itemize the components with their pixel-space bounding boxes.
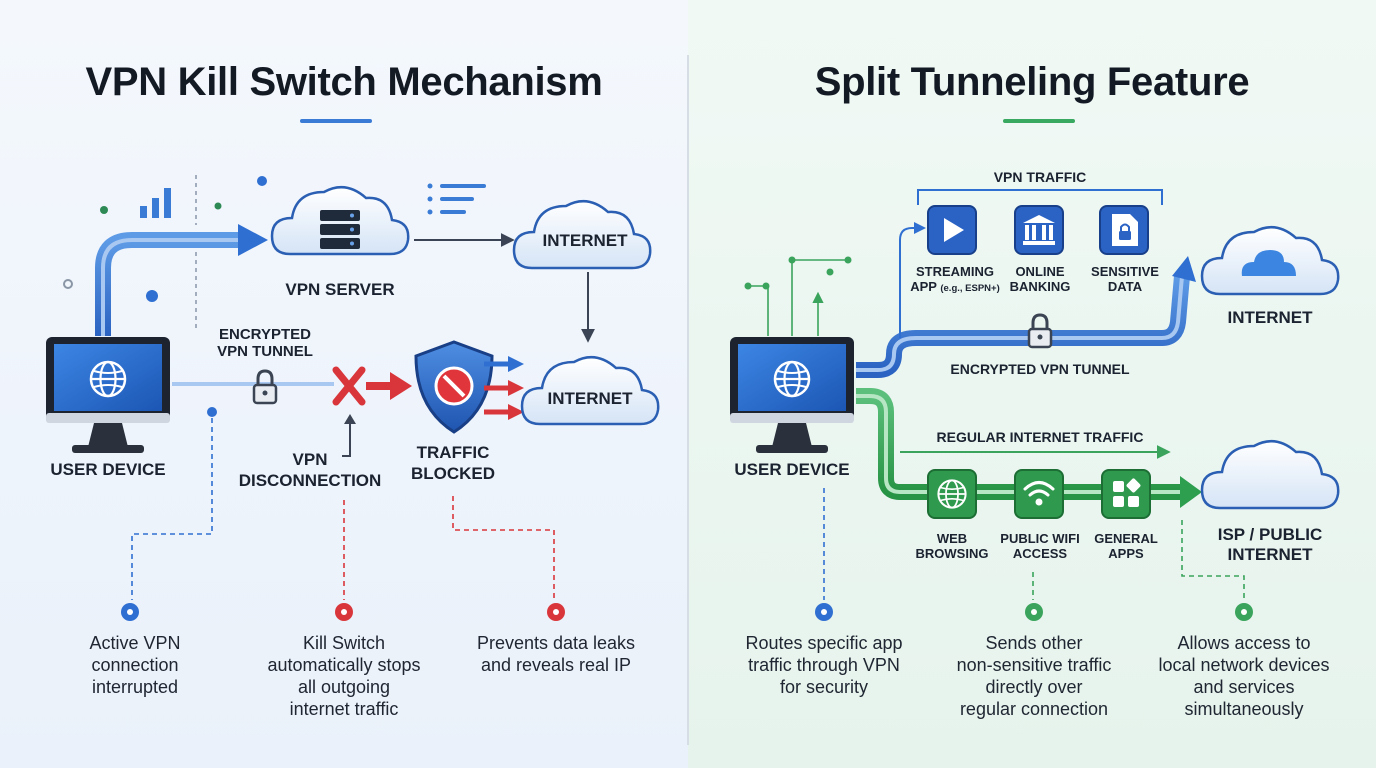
encrypted-tunnel-label: ENCRYPTED VPN TUNNEL — [217, 326, 313, 361]
web-browsing-label: WEB BROWSING — [915, 531, 989, 561]
traffic-blocked-label: TRAFFIC BLOCKED — [410, 443, 496, 483]
right-title: Split Tunneling Feature — [814, 60, 1250, 104]
online-banking-tile — [1014, 205, 1064, 255]
streaming-app-label: STREAMING APP (e.g., ESPN+) — [910, 264, 1000, 294]
note-left-2: Kill Switch automatically stops all outg… — [267, 633, 421, 719]
internet-bottom-label: INTERNET — [547, 389, 633, 408]
panel-divider — [687, 55, 689, 745]
sensitive-data-label: SENSITIVE DATA — [1091, 264, 1159, 294]
server-icon — [320, 210, 360, 249]
lock-icon — [252, 369, 278, 405]
vpn-traffic-label: VPN TRAFFIC — [993, 169, 1087, 185]
note-left-1: Active VPN connection interrupted — [89, 633, 181, 697]
vpn-server-label: VPN SERVER — [285, 280, 395, 299]
public-wifi-tile — [1014, 469, 1064, 519]
user-device-left — [46, 337, 170, 453]
isp-cloud — [1200, 439, 1340, 510]
note-right-1: Routes specific app traffic through VPN … — [745, 633, 903, 697]
internet-right-label: INTERNET — [1227, 308, 1313, 327]
regular-traffic-label: REGULAR INTERNET TRAFFIC — [936, 429, 1144, 445]
general-apps-tile — [1101, 469, 1151, 519]
right-title-underline — [1003, 119, 1075, 123]
internet-right-cloud — [1200, 225, 1340, 296]
encrypted-tunnel-right-label: ENCRYPTED VPN TUNNEL — [950, 361, 1130, 377]
isp-internet-label: ISP / PUBLIC INTERNET — [1217, 525, 1323, 564]
left-title: VPN Kill Switch Mechanism — [85, 60, 603, 104]
wifi-icon — [1023, 481, 1055, 506]
streaming-app-tile — [927, 205, 977, 255]
secure-file-icon — [1112, 214, 1138, 246]
vpn-disconnection-label: VPN DISCONNECTION — [238, 450, 382, 490]
internet-top-label: INTERNET — [542, 231, 628, 250]
user-device-left-label: USER DEVICE — [50, 460, 166, 479]
note-right-2: Sends other non-sensitive traffic direct… — [956, 633, 1112, 719]
left-title-underline — [300, 119, 372, 123]
sensitive-data-tile — [1099, 205, 1149, 255]
shield-icon — [414, 340, 494, 434]
web-browsing-tile — [927, 469, 977, 519]
online-banking-label: ONLINE BANKING — [1009, 264, 1071, 294]
vpn-server-cloud — [270, 185, 410, 256]
bank-icon — [1023, 215, 1055, 245]
apps-icon — [1113, 478, 1141, 507]
note-right-3: Allows access to local network devices a… — [1158, 633, 1330, 719]
user-device-right-label: USER DEVICE — [734, 460, 850, 479]
user-device-right — [730, 337, 854, 453]
general-apps-label: GENERAL APPS — [1094, 531, 1158, 561]
note-left-3: Prevents data leaks and reveals real IP — [476, 633, 636, 675]
play-icon — [944, 218, 964, 242]
signal-bars-icon — [140, 188, 171, 218]
public-wifi-label: PUBLIC WIFI ACCESS — [1000, 531, 1080, 561]
x-icon — [332, 366, 366, 406]
no-entry-icon — [434, 366, 474, 406]
streaming-example-label: (e.g., ESPN+) — [940, 282, 1000, 294]
